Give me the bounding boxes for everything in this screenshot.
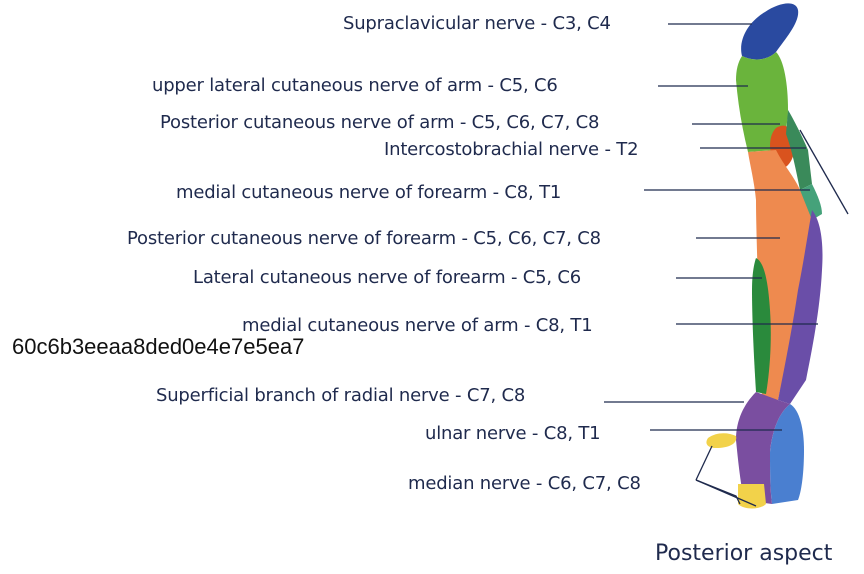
label-upper-lateral: upper lateral cutaneous nerve of arm - C… (152, 75, 558, 97)
region-median-thumb (706, 433, 736, 448)
label-medial-forearm: medial cutaneous nerve of forearm - C8, … (176, 182, 561, 204)
label-ulnar: ulnar nerve - C8, T1 (425, 423, 600, 445)
label-lateral-forearm: Lateral cutaneous nerve of forearm - C5,… (193, 267, 581, 289)
label-supraclavicular: Supraclavicular nerve - C3, C4 (343, 13, 611, 35)
leader-median (696, 480, 740, 504)
label-posterior-arm: Posterior cutaneous nerve of arm - C5, C… (160, 112, 599, 134)
id-stamp: 60c6b3eeaa8ded0e4e7e5ea7 (12, 334, 304, 360)
caption-posterior-aspect: Posterior aspect (655, 540, 832, 568)
label-intercostobrachial: Intercostobrachial nerve - T2 (384, 139, 638, 161)
region-supraclavicular (741, 3, 798, 59)
label-median: median nerve - C6, C7, C8 (408, 473, 641, 495)
label-superficial-radial: Superficial branch of radial nerve - C7,… (156, 385, 525, 407)
leader-median-2 (696, 446, 712, 480)
label-posterior-forearm: Posterior cutaneous nerve of forearm - C… (127, 228, 601, 250)
